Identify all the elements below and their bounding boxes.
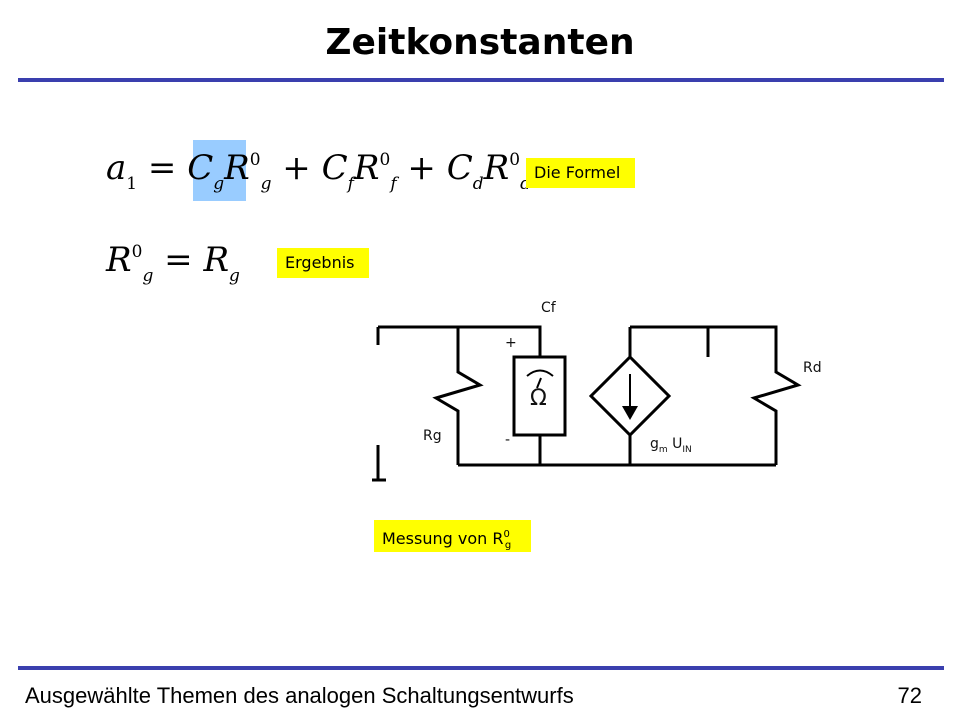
formula-rf-sub: f (390, 174, 397, 194)
time-constant-formula: a1 = CgR0g + CfR0f + CdR0d (106, 148, 531, 194)
result-rhs-sub: g (229, 266, 240, 286)
title-divider (18, 78, 944, 82)
rg-label: Rg (423, 428, 442, 444)
formula-cg: C (187, 148, 214, 188)
formula-a-sub: 1 (126, 174, 138, 194)
wire-top-right (630, 325, 778, 370)
ohm-symbol: Ω (530, 386, 547, 411)
formula-rg: R (224, 148, 250, 188)
current-source-diamond (588, 354, 672, 438)
result-lhs-sub: g (142, 266, 154, 286)
rd-resistor (750, 370, 802, 465)
result-formula: R0g = Rg (106, 240, 240, 286)
formula-cd: C (446, 148, 473, 188)
formula-rd-sup: 0 (509, 150, 521, 170)
formula-plus-2: + (396, 148, 447, 188)
meter-needle (536, 377, 542, 389)
result-label: Ergebnis (277, 248, 369, 278)
result-lhs: R (106, 240, 132, 280)
result-rhs: R (203, 240, 230, 280)
formula-rf: R (353, 148, 380, 188)
uin-sub: IN (682, 444, 692, 455)
formula-a: a (106, 148, 127, 188)
uin-label: U (667, 436, 683, 452)
plus-sign: + (505, 335, 517, 351)
gm-sub: m (658, 444, 668, 455)
wire-top-left (378, 325, 542, 357)
minus-sign: - (505, 432, 511, 448)
page-number: 72 (897, 683, 922, 708)
gm-uin-label: gm UIN (650, 436, 692, 455)
result-eq: = (153, 240, 204, 280)
measurement-label: Messung von R0g (374, 520, 531, 552)
ohmmeter-box (512, 355, 567, 437)
meter-arc (526, 369, 554, 377)
formula-eq: = (137, 148, 188, 188)
formula-cf-sub: f (347, 174, 354, 194)
current-arrow-shaft (629, 374, 631, 408)
formula-highlight (193, 140, 246, 201)
formula-plus-1: + (271, 148, 322, 188)
slide-title: Zeitkonstanten (325, 22, 635, 63)
measurement-sup: 0 (503, 529, 510, 540)
footer-title: Ausgewählte Themen des analogen Schaltun… (25, 683, 574, 708)
footer-divider (18, 666, 944, 670)
formula-rg-sub: g (260, 174, 272, 194)
formula-rd-sub: d (520, 174, 531, 194)
formula-cg-sub: g (213, 174, 225, 194)
formula-cd-sub: d (472, 174, 484, 194)
cf-label: Cf (541, 300, 556, 316)
rg-resistor (432, 327, 484, 465)
gm-label: g (650, 436, 659, 452)
measurement-text: Messung von R (382, 529, 504, 548)
result-lhs-sup: 0 (131, 242, 143, 262)
formula-rd: R (483, 148, 510, 188)
rd-label: Rd (803, 360, 822, 376)
formula-rf-sup: 0 (379, 150, 391, 170)
formula-label: Die Formel (526, 158, 635, 188)
formula-rg-sup: 0 (249, 150, 261, 170)
formula-cf: C (321, 148, 348, 188)
current-arrow-head (622, 406, 638, 420)
measurement-sub: g (504, 540, 512, 551)
